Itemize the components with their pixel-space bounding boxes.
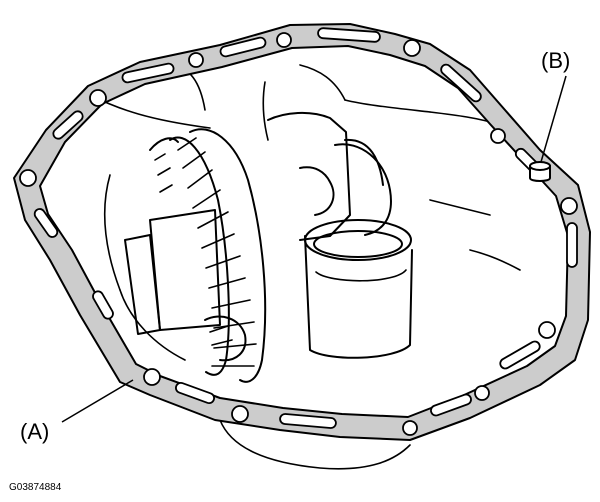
leader-line-a — [61, 379, 134, 423]
differential-case — [124, 111, 392, 335]
gasket-a — [13, 23, 591, 441]
cylinder-sleeve — [304, 219, 413, 359]
dowel-pin-b — [529, 161, 551, 182]
housing-outline — [89, 59, 521, 470]
ring-gear — [149, 128, 267, 383]
gasket-bolt-holes — [19, 32, 578, 436]
callout-a-label: (A) — [20, 419, 50, 444]
pinion-gear — [204, 315, 247, 362]
leader-line-b — [540, 75, 567, 163]
callout-b-label: (B) — [541, 48, 571, 73]
figure-code: G03874884 — [9, 482, 62, 493]
